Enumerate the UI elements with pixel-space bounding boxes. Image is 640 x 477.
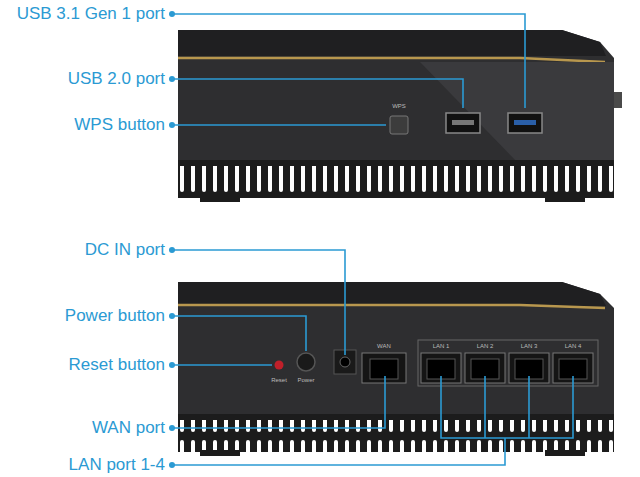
port-marking: WPS — [392, 103, 406, 110]
port-marking: LAN 1 — [433, 343, 450, 350]
leader-lines — [172, 14, 573, 465]
callout-label: USB 2.0 port — [68, 70, 165, 89]
port-marking: Reset — [271, 377, 287, 384]
port-marking: LAN 3 — [521, 343, 538, 350]
callout-label: LAN port 1-4 — [69, 456, 165, 475]
port-marking: LAN 4 — [565, 343, 582, 350]
port-marking: Power — [297, 377, 314, 384]
port-marking: LAN 2 — [477, 343, 494, 350]
leader-dots — [169, 11, 175, 468]
callout-label: Power button — [65, 307, 165, 326]
callout-label: WPS button — [74, 116, 165, 135]
callout-label: USB 3.1 Gen 1 port — [17, 5, 165, 24]
router-top-view — [178, 30, 622, 202]
callout-label: WAN port — [92, 419, 165, 438]
callout-label: Reset button — [69, 356, 165, 375]
port-marking: WAN — [377, 343, 391, 350]
callout-label: DC IN port — [85, 241, 165, 260]
router-rear-view — [178, 282, 614, 456]
